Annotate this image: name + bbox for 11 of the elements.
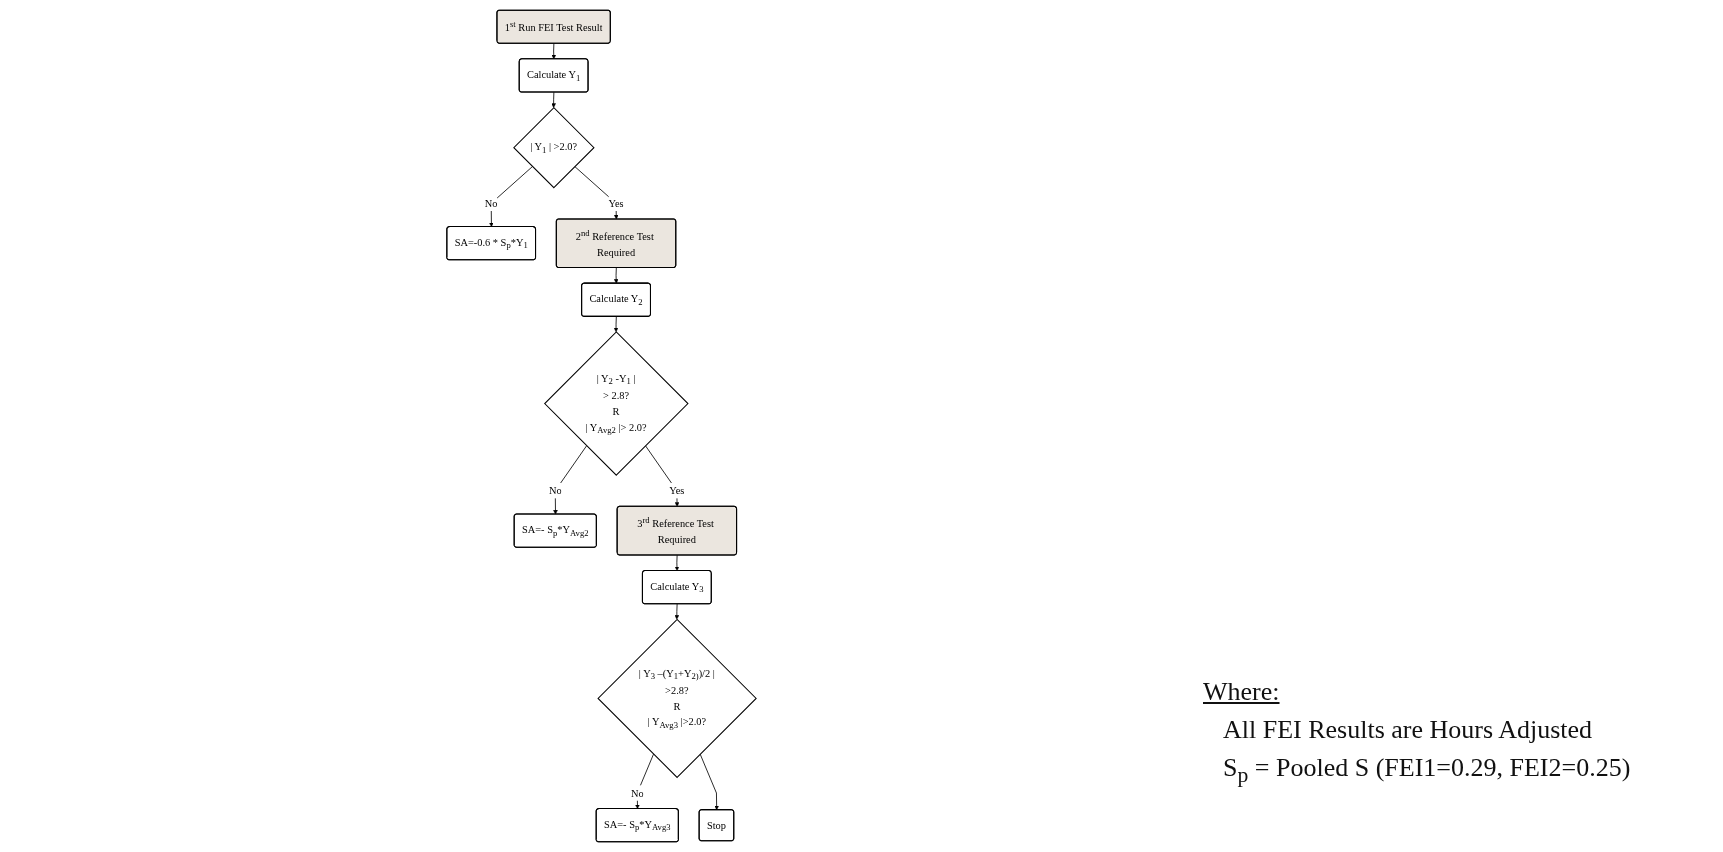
edge-label: Yes [608,197,624,210]
edge-label: No [484,197,498,210]
edge-label: No [630,787,644,799]
node-diamond: | Y$_{1}$ | >2.0? [513,106,595,189]
note-text: S$_{p}$ = Pooled S (FEI1=0.29, FEI2=0.25) [1222,752,1632,788]
node-diamond: | Y$_{2}$ -Y$_{1}$ | > 2.8? R | Y$_{Avg2}$ |> 2.0? [544,331,689,476]
note-heading: Where: [1203,676,1281,707]
note-text: All FEI Results are Hours Adjusted [1222,714,1594,745]
edge-label: Yes [669,485,685,497]
edge-label: No [548,485,562,497]
node-diamond: | Y$_{3}$ –(Y$_{1}$+Y$_{2)}$)/2 | >2.8? R | Y$_{Avg3}$ |>2.0? [597,618,757,779]
